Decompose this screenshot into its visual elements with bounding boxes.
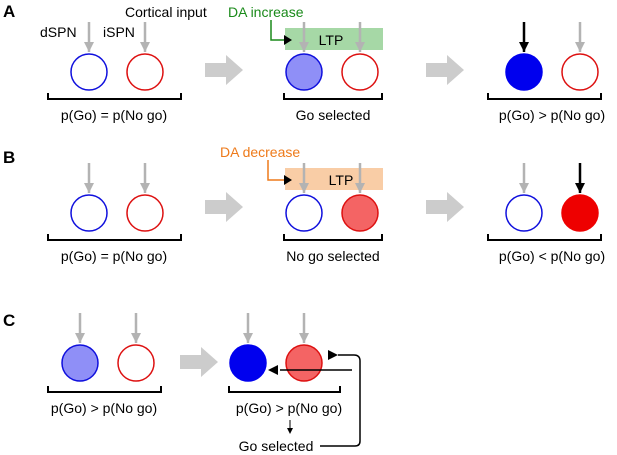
c2-neuron-pair: p(Go) > p(No go) Go selected: [228, 313, 361, 454]
synapse-ispn: [355, 183, 365, 193]
block-arrow-c1: [180, 347, 218, 377]
synapse-dspn: [84, 183, 94, 193]
caption-a2: Go selected: [296, 107, 371, 123]
ispn-neuron: [341, 194, 379, 232]
caption-a1: p(Go) = p(No go): [61, 107, 167, 123]
synapse-ispn: [299, 333, 309, 343]
bracket: [283, 93, 383, 100]
ispn-neuron: [126, 53, 164, 91]
dspn-neuron: [70, 53, 108, 91]
synapse-dspn: [519, 42, 529, 52]
synapse-ispn: [575, 183, 585, 193]
ispn-neuron: [561, 53, 599, 91]
go-selected-result: Go selected: [239, 438, 314, 454]
block-arrow-a1: [205, 55, 243, 85]
dspn-label: dSPN: [40, 24, 77, 40]
synapse-dspn: [299, 183, 309, 193]
dspn-neuron: [285, 53, 323, 91]
panel-a: A Cortical input dSPN iSPN p(Go) = p(No …: [3, 2, 605, 123]
feedback-loop-line: [320, 354, 361, 447]
ispn-label: iSPN: [103, 24, 135, 40]
da-decrease-label: DA decrease: [220, 144, 300, 160]
c1-neuron-pair: p(Go) > p(No go): [47, 313, 162, 416]
ispn-neuron: [126, 194, 164, 232]
dspn-neuron: [505, 53, 543, 91]
ltp-label: LTP: [319, 32, 344, 48]
panel-label-b: B: [3, 148, 15, 167]
da-increase-path: [270, 20, 287, 41]
bracket: [47, 93, 182, 100]
feedback-terminal-dspn: [268, 365, 278, 375]
synapse-ispn: [131, 333, 141, 343]
b1-neuron-pair: p(Go) = p(No go): [47, 163, 182, 264]
ispn-neuron: [341, 53, 379, 91]
synapse-ispn: [575, 42, 585, 52]
da-decrease-terminal: [284, 175, 292, 185]
synapse-ispn: [140, 183, 150, 193]
dspn-neuron: [61, 344, 99, 382]
ispn-neuron: [117, 344, 155, 382]
block-arrow-a2: [426, 55, 464, 85]
panel-c: C p(Go) > p(No go) p(Go) > p(No go): [3, 311, 361, 454]
bracket: [47, 386, 162, 393]
a1-neuron-pair: p(Go) = p(No go): [47, 22, 182, 123]
dspn-neuron: [229, 344, 267, 382]
ltp-label: LTP: [329, 172, 354, 188]
caption-b2: No go selected: [286, 248, 379, 264]
bracket: [283, 234, 383, 241]
bracket: [47, 234, 182, 241]
dspn-neuron: [70, 194, 108, 232]
ispn-neuron: [561, 194, 599, 232]
cortical-input-label: Cortical input: [125, 4, 207, 20]
feedback-terminal-ispn: [328, 350, 338, 360]
caption-c1: p(Go) > p(No go): [51, 400, 157, 416]
a3-neuron-pair: p(Go) > p(No go): [487, 22, 605, 123]
da-increase-label: DA increase: [228, 4, 304, 20]
synapse-dspn: [84, 42, 94, 52]
caption-a3: p(Go) > p(No go): [499, 107, 605, 123]
panel-label-c: C: [3, 311, 15, 330]
synapse-ispn: [355, 42, 365, 52]
panel-b: B p(Go) = p(No go) LTP DA decrease: [3, 144, 605, 264]
bracket: [487, 234, 602, 241]
down-arrow-head: [287, 428, 293, 434]
dspn-neuron: [285, 194, 323, 232]
a2-neuron-pair: LTP DA increase Go selected: [228, 4, 383, 123]
synapse-dspn: [75, 333, 85, 343]
block-arrow-b1: [205, 192, 243, 222]
bracket: [228, 386, 341, 393]
ispn-neuron: [285, 344, 323, 382]
synapse-dspn: [299, 42, 309, 52]
panel-label-a: A: [3, 2, 15, 21]
synapse-dspn: [519, 183, 529, 193]
caption-c2: p(Go) > p(No go): [236, 400, 342, 416]
b3-neuron-pair: p(Go) < p(No go): [487, 163, 605, 264]
synapse-dspn: [243, 333, 253, 343]
synapse-ispn: [140, 42, 150, 52]
da-increase-terminal: [284, 35, 292, 45]
b2-neuron-pair: LTP DA decrease No go selected: [220, 144, 383, 264]
caption-b3: p(Go) < p(No go): [499, 248, 605, 264]
caption-b1: p(Go) = p(No go): [61, 248, 167, 264]
bracket: [487, 93, 602, 100]
block-arrow-b2: [426, 192, 464, 222]
da-decrease-path: [267, 160, 284, 181]
dspn-neuron: [505, 194, 543, 232]
